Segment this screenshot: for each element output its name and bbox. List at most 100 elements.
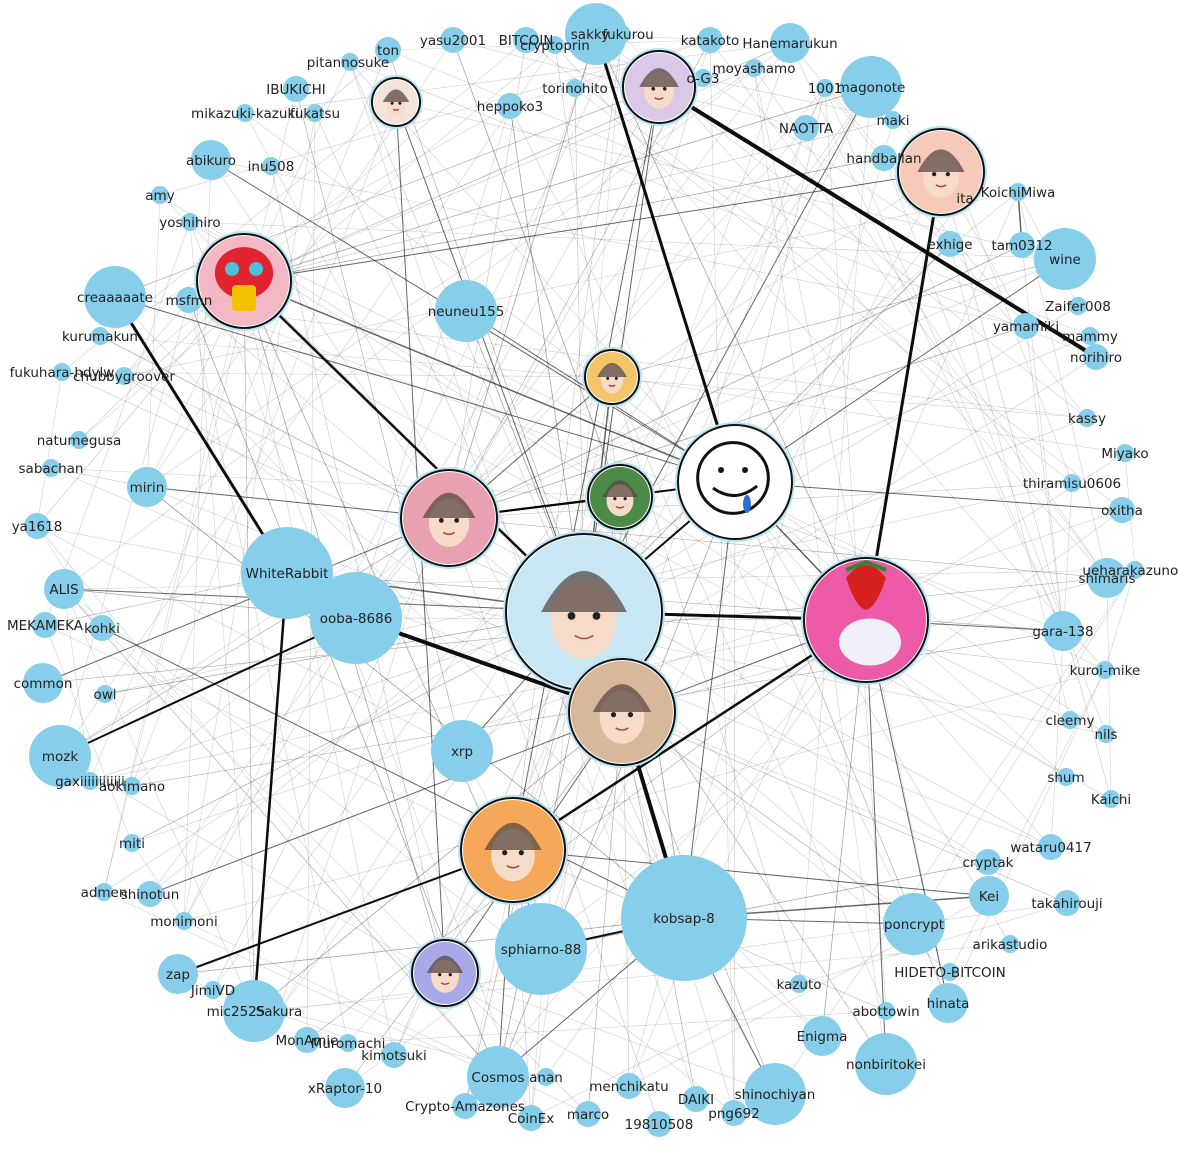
graph-node[interactable] [96,685,114,703]
graph-node[interactable] [744,1063,806,1125]
graph-node[interactable] [683,1086,709,1112]
graph-node[interactable] [23,663,63,703]
graph-node[interactable] [341,53,359,71]
graph-node[interactable] [223,980,285,1042]
graph-node[interactable] [91,327,109,345]
graph-node[interactable] [928,983,968,1023]
graph-node[interactable] [306,104,324,122]
graph-node[interactable] [123,834,141,852]
graph-node[interactable] [42,459,60,477]
graph-node[interactable] [53,363,71,381]
graph-node[interactable] [518,1105,544,1131]
graph-node[interactable] [537,1068,555,1086]
graph-node[interactable] [877,1002,895,1020]
graph-node[interactable] [969,876,1009,916]
graph-node[interactable] [175,912,193,930]
graph-node[interactable] [89,615,115,641]
graph-node[interactable] [697,27,723,53]
smiley-avatar-icon[interactable] [675,422,795,542]
strawberry-avatar-icon[interactable] [801,555,931,685]
graph-node[interactable] [721,1100,747,1126]
graph-node[interactable] [646,1111,672,1137]
graph-node[interactable] [310,572,402,664]
graph-node[interactable] [497,93,523,119]
graph-node[interactable] [745,59,763,77]
graph-node[interactable] [1126,561,1144,579]
graph-node[interactable] [883,893,945,955]
graph-node[interactable] [176,287,202,313]
graph-node[interactable] [381,1042,407,1068]
graph-node[interactable] [565,3,627,65]
graph-node[interactable] [513,27,539,53]
graph-node[interactable] [467,1046,529,1108]
graph-node[interactable] [840,56,902,118]
graph-node[interactable] [802,1016,842,1056]
graph-node[interactable] [884,111,902,129]
graph-node[interactable] [1063,474,1081,492]
graph-node[interactable] [546,36,564,54]
graph-node[interactable] [127,467,167,507]
graph-node[interactable] [575,1101,601,1127]
portrait-avatar-icon[interactable] [409,937,481,1009]
graph-node[interactable] [1013,313,1039,339]
graph-node[interactable] [770,23,810,63]
portrait-avatar-icon[interactable] [398,467,500,569]
graph-node[interactable] [339,1034,357,1052]
graph-node[interactable] [790,975,808,993]
graph-node[interactable] [694,69,712,87]
portrait-avatar-icon[interactable] [582,347,642,407]
graph-node[interactable] [975,849,1001,875]
graph-node[interactable] [191,140,231,180]
graph-node[interactable] [95,883,113,901]
graph-node[interactable] [495,903,587,995]
graph-node[interactable] [941,963,959,981]
graph-node[interactable] [1102,790,1120,808]
graph-node[interactable] [435,280,497,342]
graph-node[interactable] [204,981,222,999]
graph-node[interactable] [1034,228,1096,290]
graph-node[interactable] [24,513,50,539]
graph-node[interactable] [81,772,99,790]
graph-node[interactable] [181,213,199,231]
graph-node[interactable] [1009,232,1035,258]
graph-node[interactable] [236,104,254,122]
graph-node[interactable] [621,855,747,981]
graph-node[interactable] [431,720,493,782]
graph-node[interactable] [1097,725,1115,743]
graph-node[interactable] [440,27,466,53]
graph-node[interactable] [1109,497,1135,523]
graph-node[interactable] [1038,834,1064,860]
graph-node[interactable] [1096,661,1114,679]
graph-node[interactable] [1054,890,1080,916]
graph-node[interactable] [816,79,834,97]
graph-node[interactable] [1081,327,1099,345]
graph-node[interactable] [158,954,198,994]
graph-node[interactable] [29,725,91,787]
graph-node[interactable] [294,1027,320,1053]
graph-node[interactable] [44,569,84,609]
graph-node[interactable] [1116,444,1134,462]
graph-node[interactable] [1001,935,1019,953]
graph-node[interactable] [375,37,401,63]
graph-node[interactable] [452,1093,478,1119]
graph-node[interactable] [270,1002,288,1020]
graph-node[interactable] [1057,768,1075,786]
graph-node[interactable] [70,431,88,449]
graph-node[interactable] [151,186,169,204]
graph-node[interactable] [283,76,309,102]
portrait-avatar-icon[interactable] [458,795,568,905]
graph-node[interactable] [1009,183,1027,201]
portrait-avatar-icon[interactable] [503,531,665,693]
graph-node[interactable] [123,777,141,795]
graph-node[interactable] [1083,344,1109,370]
graph-node[interactable] [1069,297,1087,315]
graph-node[interactable] [115,367,133,385]
graph-node[interactable] [613,25,631,43]
graph-node[interactable] [241,527,333,619]
portrait-avatar-icon[interactable] [369,75,423,129]
graph-node[interactable] [855,1033,917,1095]
graph-node[interactable] [84,266,146,328]
portrait-avatar-icon[interactable] [895,126,987,218]
graph-node[interactable] [1061,711,1079,729]
portrait-avatar-icon[interactable] [566,656,678,768]
